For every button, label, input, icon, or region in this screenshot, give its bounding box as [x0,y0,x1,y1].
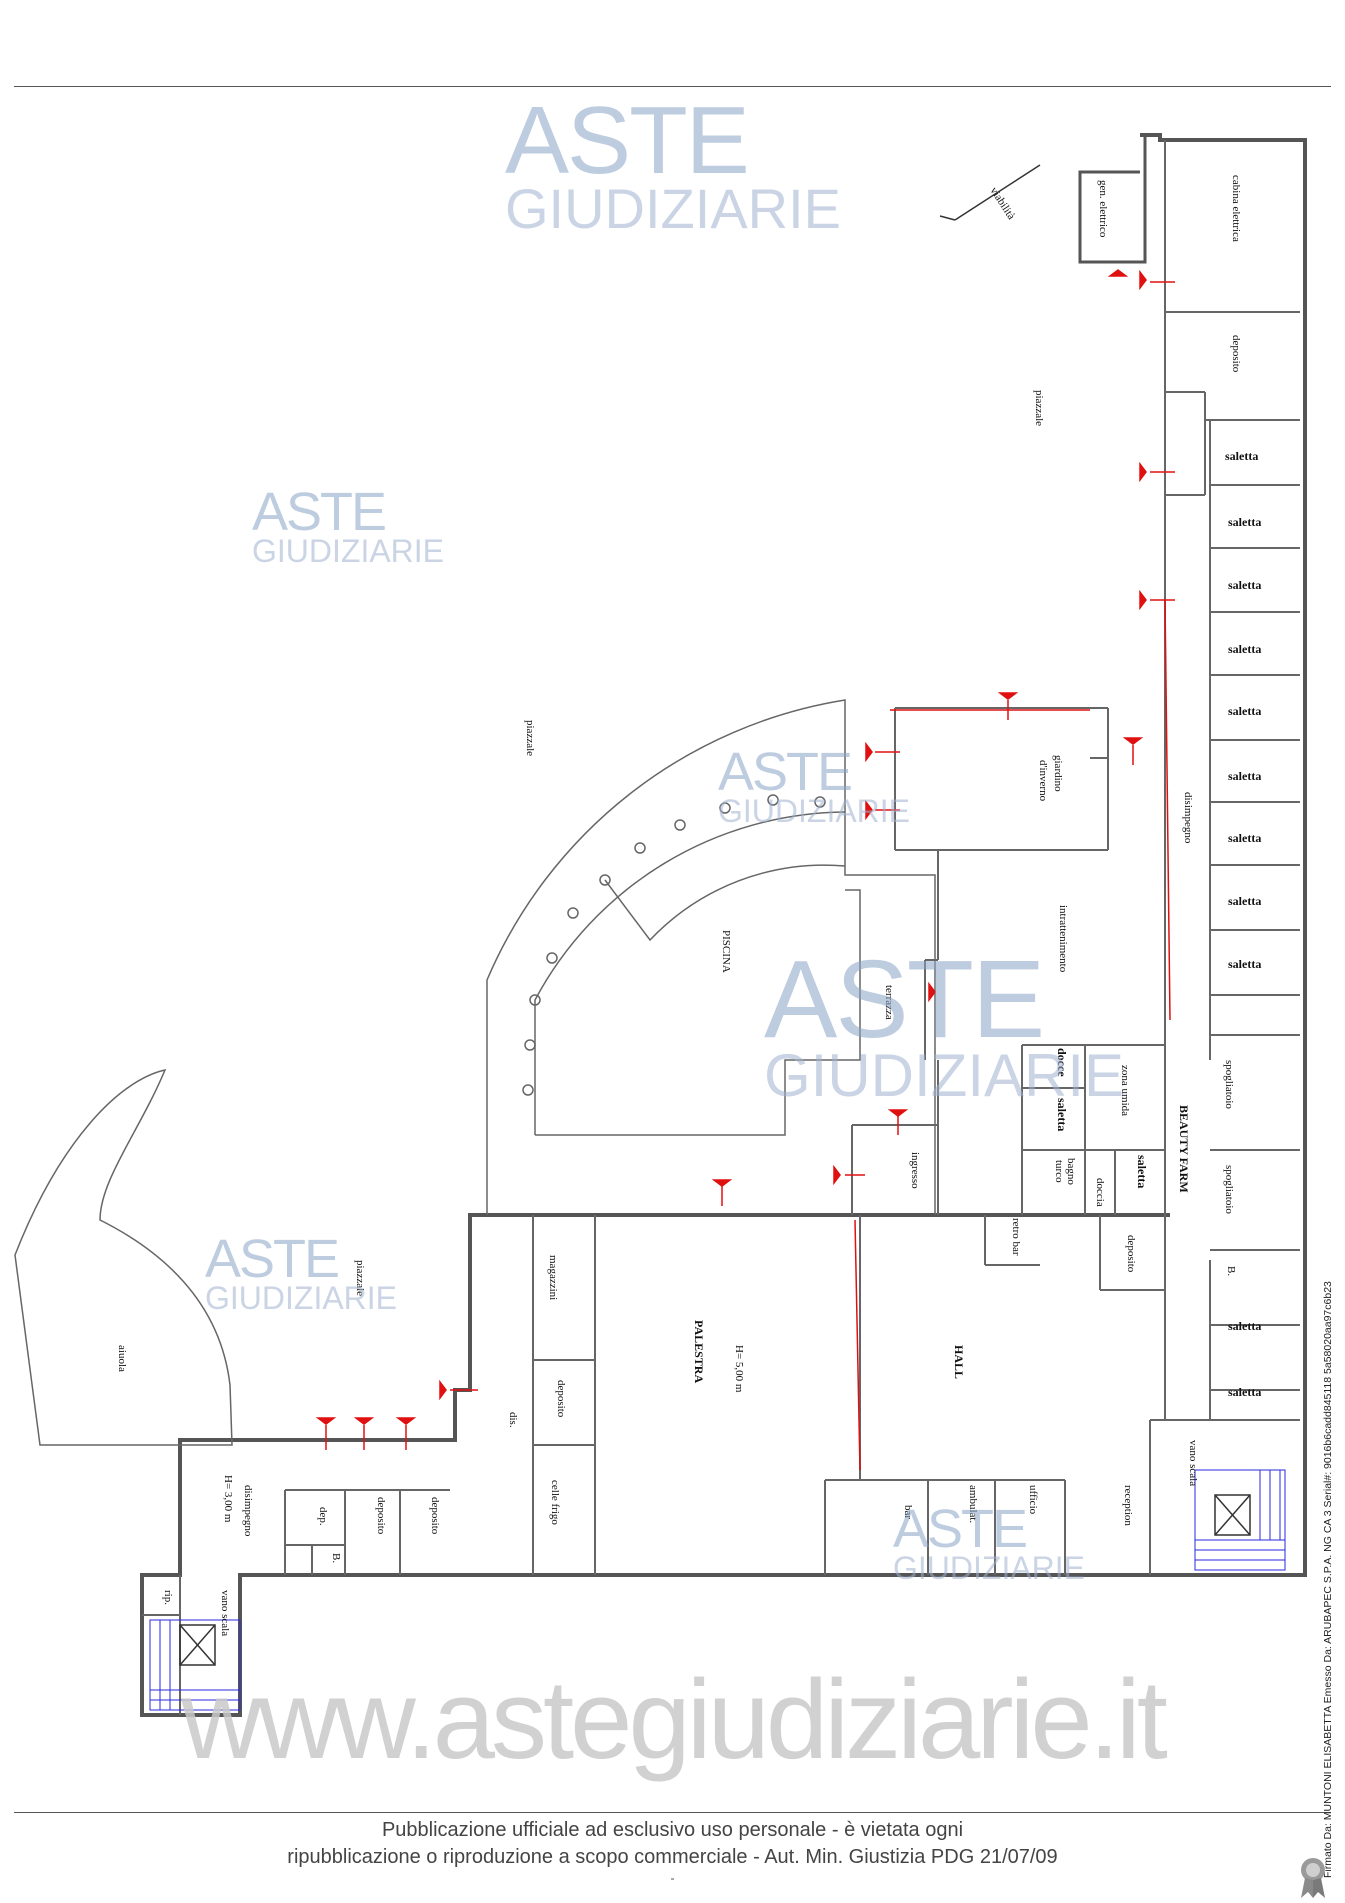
watermark-line1: ASTE [252,482,387,542]
label-saletta-2: saletta [1228,515,1261,529]
label-saletta-6: saletta [1228,769,1261,783]
label-ambulat: ambulat. [967,1485,979,1523]
label-terrazza: terrazza [883,985,895,1020]
watermark-line2: GIUDIZIARIE [764,1042,1125,1109]
label-saletta-8: saletta [1228,894,1261,908]
label-viabilita: viabilità [987,185,1017,222]
watermark-line1: ASTE [505,87,750,194]
label-retro-bar: retro bar [1010,1218,1022,1256]
label-deposito-3: deposito [375,1497,387,1535]
watermark-aste-1: ASTE GIUDIZIARIE [505,87,842,241]
label-gen-elettrico: gen. elettrico [1097,180,1109,238]
door-markers [315,269,1175,1471]
label-ufficio: ufficio [1027,1485,1039,1515]
watermark-aste-6: ASTE GIUDIZIARIE [893,1499,1086,1586]
bottom-rule [14,1812,1331,1813]
plan-walls [140,133,1307,1717]
label-doccia: doccia [1094,1178,1106,1207]
label-cabina-elettrica: cabina elettrica [1230,175,1242,242]
label-saletta-5: saletta [1228,704,1261,718]
watermark-line1: ASTE [205,1229,340,1289]
signature-stamp: Firmato Da: MUNTONI ELISABETTA Emesso Da… [1322,1281,1334,1878]
label-ingresso: ingresso [909,1152,921,1189]
footer-line3: - [670,1871,675,1885]
watermark-line2: GIUDIZIARIE [718,792,911,829]
label-deposito-1: deposito [1125,1235,1137,1273]
label-disimpegno-left: disimpegno [242,1485,254,1537]
label-zona-umida: zona umida [1119,1065,1131,1116]
footer-line2: ripubblicazione o riproduzione a scopo c… [287,1846,1058,1868]
label-deposito-2: deposito [555,1380,567,1418]
label-deposito-top: deposito [1230,335,1242,373]
watermark-line1: ASTE [718,742,853,802]
label-magazzini: magazzini [547,1255,559,1300]
footer-line1: Pubblicazione ufficiale ad esclusivo uso… [381,1819,964,1841]
label-saletta-12: saletta [1228,1319,1261,1333]
label-spogliatoio-1: spogliatoio [1223,1060,1235,1109]
watermark-line2: GIUDIZIARIE [252,532,445,569]
watermark-line2: GIUDIZIARIE [505,177,842,241]
label-beauty-farm: BEAUTY FARM [1177,1105,1191,1193]
label-reception: reception [1122,1485,1134,1526]
label-dep: dep. [317,1507,329,1526]
label-bagno-turco-2: turco [1053,1160,1065,1183]
label-bagno-turco-1: bagno [1065,1158,1077,1185]
seal-icon [1301,1858,1325,1898]
label-saletta-4: saletta [1228,642,1261,656]
label-saletta-13: saletta [1228,1385,1261,1399]
watermark-aste-2: ASTE GIUDIZIARIE [252,482,445,569]
label-deposito-4: deposito [429,1497,441,1535]
top-rule [14,86,1331,87]
label-piscina: PISCINA [720,930,732,973]
elevator-shafts [179,1494,1251,1666]
label-h-left: H= 3,00 m [222,1475,234,1523]
watermark-aste-3: ASTE GIUDIZIARIE [718,742,911,829]
label-piazzale-bottom: piazzale [354,1260,366,1296]
plan-inner-walls [142,140,1300,1715]
label-b-2: B. [330,1553,342,1563]
room-labels: viabilità gen. elettrico cabina elettric… [116,175,1261,1636]
watermark-line1: ASTE [764,938,1045,1061]
label-bar: bar [902,1505,914,1519]
label-saletta-11: saletta [1135,1155,1149,1188]
piscina-outline [486,699,936,1215]
label-giardino-1: giardino [1052,755,1064,792]
watermark-aste-5: ASTE GIUDIZIARIE [205,1229,398,1316]
label-piazzale-right: piazzale [1033,390,1045,426]
watermark-aste-4: ASTE GIUDIZIARIE [764,938,1125,1109]
label-saletta-7: saletta [1228,831,1261,845]
label-disimpegno-right: disimpegno [1182,792,1194,844]
label-saletta-10: saletta [1055,1098,1069,1131]
label-celle-frigo: celle frigo [549,1480,561,1525]
label-vano-scala-1: vano scala [1187,1440,1199,1486]
label-intrattenimento: intrattenimento [1057,905,1069,973]
label-rip: rip. [162,1590,174,1605]
label-vano-scala-2: vano scala [219,1590,231,1636]
label-saletta-3: saletta [1228,578,1261,592]
watermark-line2: GIUDIZIARIE [893,1549,1086,1586]
label-giardino-2: d'inverno [1037,760,1049,802]
label-b-1: B. [1225,1266,1237,1276]
site-watermark: www.astegiudiziarie.it [181,1657,1168,1782]
label-palestra-h: H= 5,00 m [733,1345,745,1393]
label-hall: HALL [952,1345,966,1379]
label-dis: dis. [507,1412,519,1428]
label-spogliatoio-2: spogliatoio [1223,1165,1235,1214]
aiuola-outline [14,164,1041,1446]
stairs [149,1469,1286,1711]
label-saletta-9: saletta [1228,957,1261,971]
label-aiuola: aiuola [116,1345,128,1372]
footer: Pubblicazione ufficiale ad esclusivo uso… [0,1817,1345,1885]
watermark-line1: ASTE [893,1499,1028,1559]
watermark-line2: GIUDIZIARIE [205,1279,398,1316]
label-saletta-1: saletta [1225,449,1258,463]
label-docce-1: docce [1055,1048,1069,1077]
label-piazzale-left: piazzale [524,720,536,756]
label-palestra: PALESTRA [692,1320,706,1383]
